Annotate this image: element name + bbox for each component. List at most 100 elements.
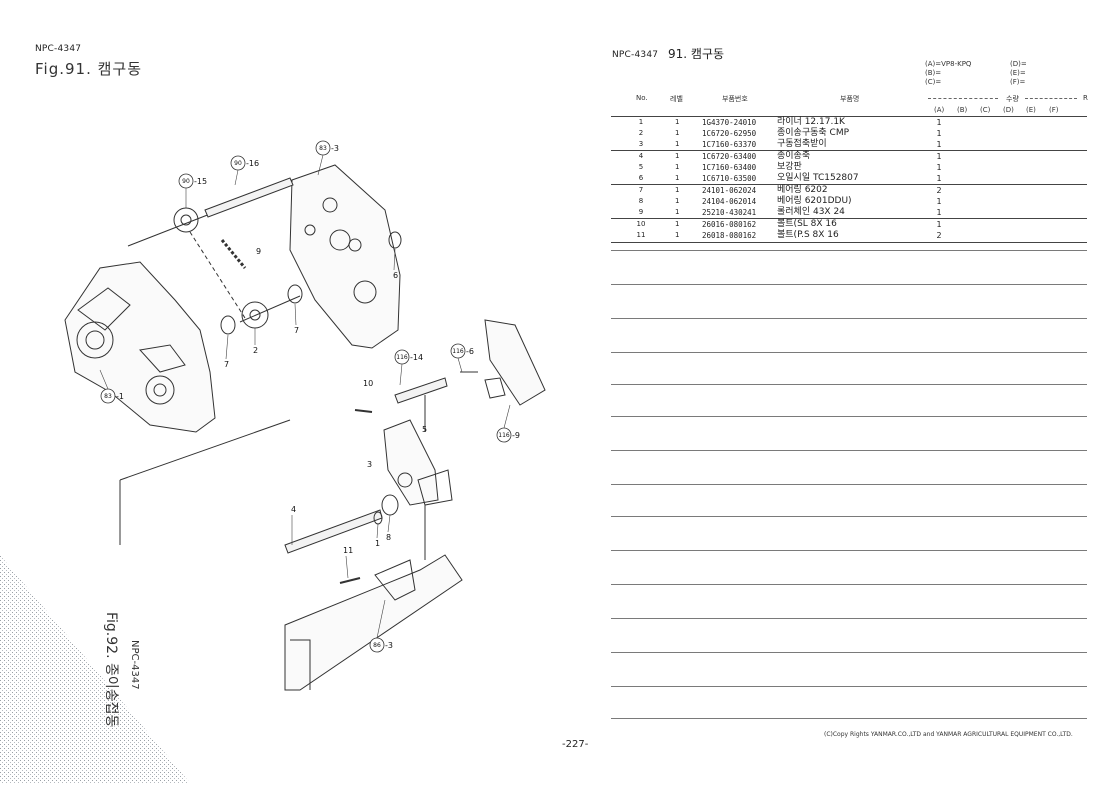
- callout-86-3-suffix: -3: [385, 641, 393, 650]
- col-a: (A): [934, 106, 945, 114]
- gear-case-rib: [139, 344, 186, 373]
- group-rule: [611, 150, 1087, 151]
- bracket-3: [383, 419, 439, 506]
- table-row: 9 1 25210-430241 롤러체인 43X 24 1: [611, 207, 1091, 218]
- row-no: 5: [638, 163, 644, 171]
- left-fig-title: Fig.91. 캠구동: [35, 60, 143, 78]
- row-part-no: 26018-080162: [702, 231, 757, 240]
- bearing-7b: [287, 284, 303, 304]
- col-d: (D): [1003, 106, 1014, 114]
- col-b: (B): [957, 106, 968, 114]
- model-d: (D)=: [1010, 60, 1027, 68]
- row-part-no: 1C7160-63400: [702, 163, 757, 172]
- table-row: 3 1 1C7160-63370 구동접축받이 1: [611, 139, 1091, 150]
- right-doc-code: NPC-4347: [612, 50, 659, 60]
- row-qty: 1: [936, 208, 942, 217]
- row-rev: 1: [675, 152, 680, 160]
- drive-shaft-2: [239, 295, 301, 323]
- label-5: 5: [422, 425, 427, 434]
- row-qty: 2: [936, 231, 942, 240]
- row-part-name: 종이송축: [777, 151, 811, 161]
- label-7a: 7: [224, 360, 229, 369]
- col-part-no: 부품번호: [722, 95, 748, 103]
- callout-116-9-suffix: -9: [512, 431, 520, 440]
- cam-plate-116-9: [484, 319, 546, 406]
- table-row: 4 1 1C6720-63400 종이송축 1: [611, 151, 1091, 162]
- bearing-8: [381, 494, 399, 516]
- row-rev: 1: [675, 129, 680, 137]
- blank-rule: [611, 450, 1087, 451]
- blank-rule: [611, 416, 1087, 417]
- leader-83-3: [317, 154, 324, 176]
- row-no: 6: [638, 174, 644, 182]
- col-no: No.: [636, 94, 648, 102]
- callout-90-16-num: 90: [234, 160, 242, 167]
- callout-90-15-suffix: -15: [194, 177, 207, 186]
- row-part-no: 1C6720-62950: [702, 129, 757, 138]
- row-qty: 1: [936, 197, 942, 206]
- blank-rule: [611, 686, 1087, 687]
- label-10: 10: [363, 379, 373, 388]
- qty-dash-left: [928, 98, 998, 99]
- blank-rule: [611, 550, 1087, 551]
- scan-shadow: [0, 555, 190, 783]
- bolt-11: [339, 577, 361, 584]
- row-rev: 1: [675, 118, 680, 126]
- callout-116-14-num: 116: [396, 354, 408, 361]
- model-f: (F)=: [1010, 78, 1026, 86]
- row-part-name: 구동접축받이: [777, 139, 827, 149]
- group-rule: [611, 184, 1087, 185]
- left-doc-code: NPC-4347: [35, 44, 82, 54]
- row-part-name: 라이너 12.17.1K: [777, 117, 845, 127]
- blank-rule: [611, 618, 1087, 619]
- label-11: 11: [343, 546, 353, 555]
- chain-guide-line: [189, 231, 246, 319]
- row-part-name: 베어링 6202: [777, 185, 828, 195]
- label-8: 8: [386, 533, 391, 542]
- blank-rule: [611, 384, 1087, 385]
- row-no: 7: [638, 186, 644, 194]
- label-3: 3: [367, 460, 372, 469]
- sprocket-2-hub: [249, 309, 261, 321]
- model-b: (B)=: [925, 69, 942, 77]
- bracket-3-hole: [397, 472, 413, 488]
- roller-chain-9: [220, 239, 247, 269]
- bolt-10: [354, 409, 373, 413]
- row-rev: 1: [675, 163, 680, 171]
- row-part-no: 1C6710-63500: [702, 174, 757, 183]
- row-no: 4: [638, 152, 644, 160]
- table-row: 10 1 26016-080162 볼트(SL 8X 16 1: [611, 219, 1091, 230]
- row-no: 3: [638, 140, 644, 148]
- qty-dash-right: [1025, 98, 1077, 99]
- bracket-3-tab: [417, 469, 453, 506]
- col-e: (E): [1026, 106, 1036, 114]
- row-qty: 2: [936, 186, 942, 195]
- row-qty: 1: [936, 152, 942, 161]
- row-part-name: 볼트(P.S 8X 16: [777, 230, 839, 240]
- leader-11: [345, 555, 349, 579]
- row-qty: 1: [936, 174, 942, 183]
- row-rev: 1: [675, 231, 680, 239]
- row-no: 9: [638, 208, 644, 216]
- blank-rule: [611, 352, 1087, 353]
- row-rev: 1: [675, 197, 680, 205]
- table-row: 5 1 1C7160-63400 보강판 1: [611, 162, 1091, 173]
- bearing-7a: [220, 315, 236, 335]
- row-part-no: 1C7160-63370: [702, 140, 757, 149]
- model-e: (E)=: [1010, 69, 1026, 77]
- cam-clip: [484, 377, 506, 399]
- gear-case-outline: [64, 261, 216, 433]
- shaft-16: [204, 177, 294, 218]
- label-1: 1: [375, 539, 380, 548]
- label-2: 2: [253, 346, 258, 355]
- col-f: (F): [1049, 106, 1059, 114]
- col-remark: R: [1083, 94, 1088, 102]
- row-part-name: 보강판: [777, 162, 802, 172]
- row-no: 11: [636, 231, 646, 239]
- row-part-name: 볼트(SL 8X 16: [777, 219, 837, 229]
- row-part-name: 오일시일 TC152807: [777, 173, 859, 183]
- gear-case-detail: [77, 287, 131, 331]
- group-rule: [611, 242, 1087, 243]
- group-rule: [611, 218, 1087, 219]
- leader-90-16: [234, 169, 239, 186]
